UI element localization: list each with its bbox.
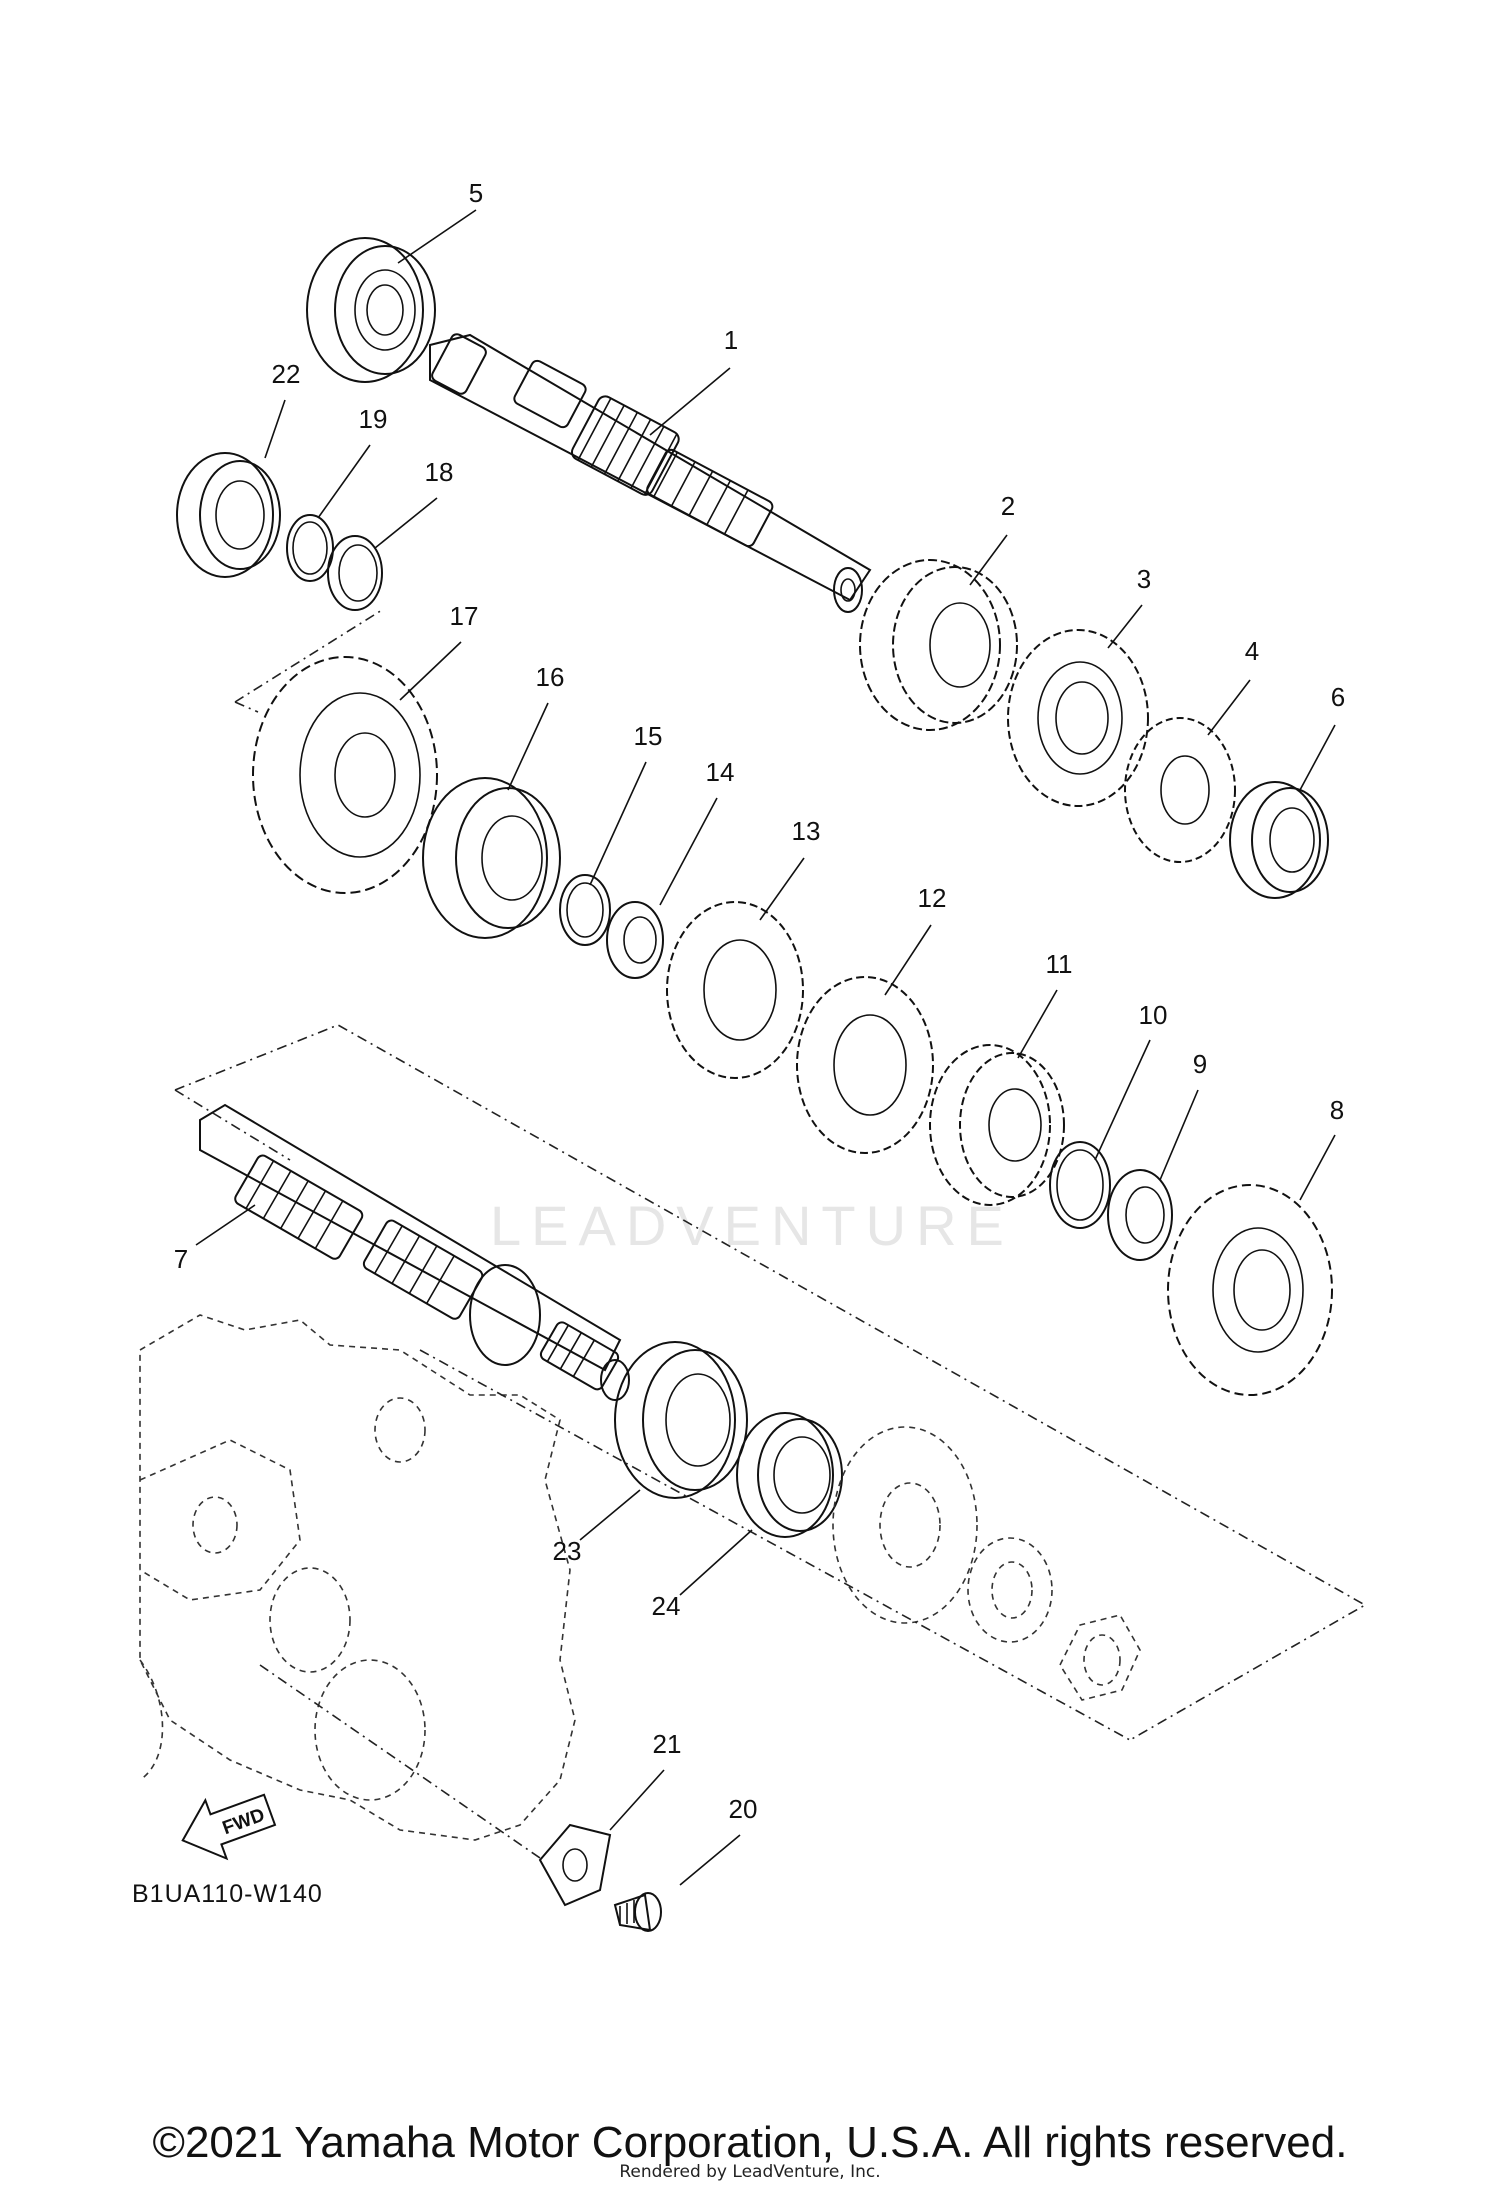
callout-18: 18	[425, 457, 454, 487]
bearing-6	[1229, 781, 1329, 899]
gear-17	[252, 656, 438, 894]
bearing-22	[176, 452, 281, 578]
plate-21	[538, 1823, 612, 1907]
callout-11: 11	[1046, 949, 1073, 979]
washer-18	[327, 535, 383, 611]
circlip-10	[1049, 1141, 1111, 1229]
callout-6: 6	[1331, 682, 1345, 712]
callout-19: 19	[359, 404, 388, 434]
lock-washer-reference	[967, 1537, 1053, 1643]
washer-14	[606, 901, 664, 979]
drive-sprocket-reference	[832, 1426, 978, 1624]
group-boundary-lines	[174, 609, 1367, 1859]
sliding-gear-16	[422, 777, 561, 939]
callout-7: 7	[174, 1244, 188, 1274]
screw-20	[613, 1892, 662, 1932]
callout-23: 23	[553, 1536, 582, 1566]
nut-reference	[1059, 1614, 1141, 1701]
callout-10: 10	[1139, 1000, 1168, 1030]
callout-22: 22	[272, 359, 301, 389]
washer-9	[1107, 1169, 1173, 1261]
callout-15: 15	[634, 721, 663, 751]
callout-3: 3	[1137, 564, 1151, 594]
main-axle-shaft	[429, 333, 872, 613]
callout-1: 1	[724, 325, 738, 355]
rendered-by-credit: Rendered by LeadVenture, Inc.	[619, 2162, 881, 2182]
watermark-text: LEADVENTURE	[490, 1194, 1014, 1257]
callout-12: 12	[918, 883, 947, 913]
gear-3	[1007, 629, 1149, 807]
callout-20: 20	[729, 1794, 758, 1824]
callout-5: 5	[469, 178, 483, 208]
callout-14: 14	[706, 757, 735, 787]
forward-arrow-icon: FWD	[181, 1793, 277, 1861]
diagram-code: B1UA110-W140	[132, 1880, 323, 1908]
callout-21: 21	[653, 1729, 682, 1759]
callout-16: 16	[536, 662, 565, 692]
crankcase-reference	[139, 1314, 576, 1841]
oil-seal-24	[736, 1412, 843, 1538]
drive-axle-shaft	[199, 1103, 630, 1401]
gear-13	[666, 901, 804, 1079]
copyright-footer: ©2021 Yamaha Motor Corporation, U.S.A. A…	[152, 2118, 1348, 2167]
gear-12	[796, 976, 934, 1154]
gear-11	[929, 1044, 1065, 1206]
callout-labels: 1 2 3 4 5 6 7 8 9 10 11 12 13 14 15 16 1…	[174, 178, 1345, 1824]
callout-9: 9	[1193, 1049, 1207, 1079]
fwd-label: FWD	[220, 1805, 268, 1840]
circlip-19	[286, 514, 334, 582]
gear-4	[1124, 717, 1236, 863]
bearing-5	[306, 237, 436, 383]
gear-2	[859, 559, 1018, 731]
callout-2: 2	[1001, 491, 1015, 521]
callout-13: 13	[792, 816, 821, 846]
callout-4: 4	[1245, 636, 1259, 666]
leader-lines	[195, 209, 1336, 1886]
gear-8	[1167, 1184, 1333, 1396]
callout-8: 8	[1330, 1095, 1344, 1125]
callout-24: 24	[652, 1591, 681, 1621]
circlip-15	[559, 874, 611, 946]
callout-17: 17	[450, 601, 479, 631]
bearing-23	[614, 1341, 748, 1499]
